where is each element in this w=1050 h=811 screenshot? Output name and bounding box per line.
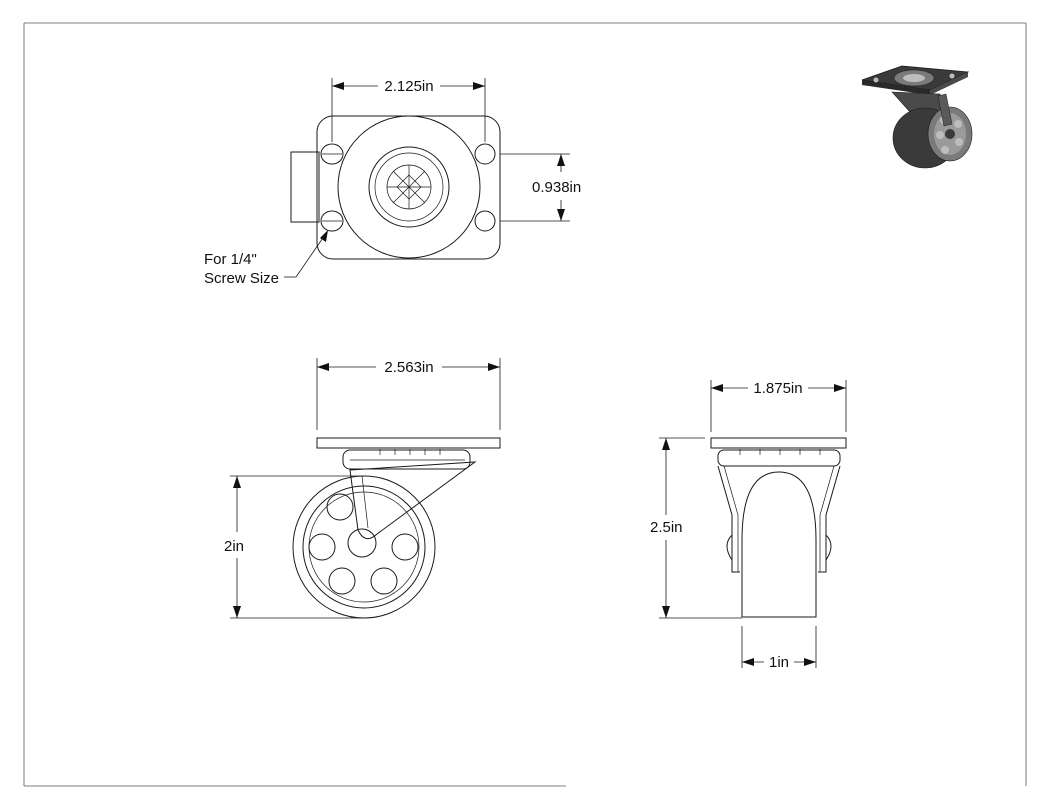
dimension-front-height: 2.5in <box>650 437 742 619</box>
wheel-width-label: 1in <box>769 654 789 671</box>
side-height-label: 2in <box>224 538 244 555</box>
screw-size-note: For 1/4" Screw Size <box>204 230 328 287</box>
front-width-label: 1.875in <box>753 380 802 397</box>
hole-spacing-label: 0.938in <box>532 179 581 196</box>
dimension-side-height: 2in <box>224 475 364 619</box>
swivel-caster-render-icon <box>861 65 973 169</box>
dimension-front-width: 1.875in <box>710 380 847 432</box>
dimension-wheel-width: 1in <box>741 626 817 671</box>
top-width-label: 2.125in <box>384 78 433 95</box>
side-view <box>292 437 501 619</box>
screw-note-line1: For 1/4" <box>204 251 257 268</box>
front-view <box>710 437 847 618</box>
front-height-label: 2.5in <box>650 519 683 536</box>
dimension-top-width: 2.125in <box>331 78 486 142</box>
dimension-side-width: 2.563in <box>316 358 501 430</box>
screw-note-line2: Screw Size <box>204 270 279 287</box>
side-width-label: 2.563in <box>384 359 433 376</box>
sheet-frame <box>23 22 1027 787</box>
dimension-hole-spacing: 0.938in <box>500 153 581 222</box>
top-view <box>290 115 501 260</box>
